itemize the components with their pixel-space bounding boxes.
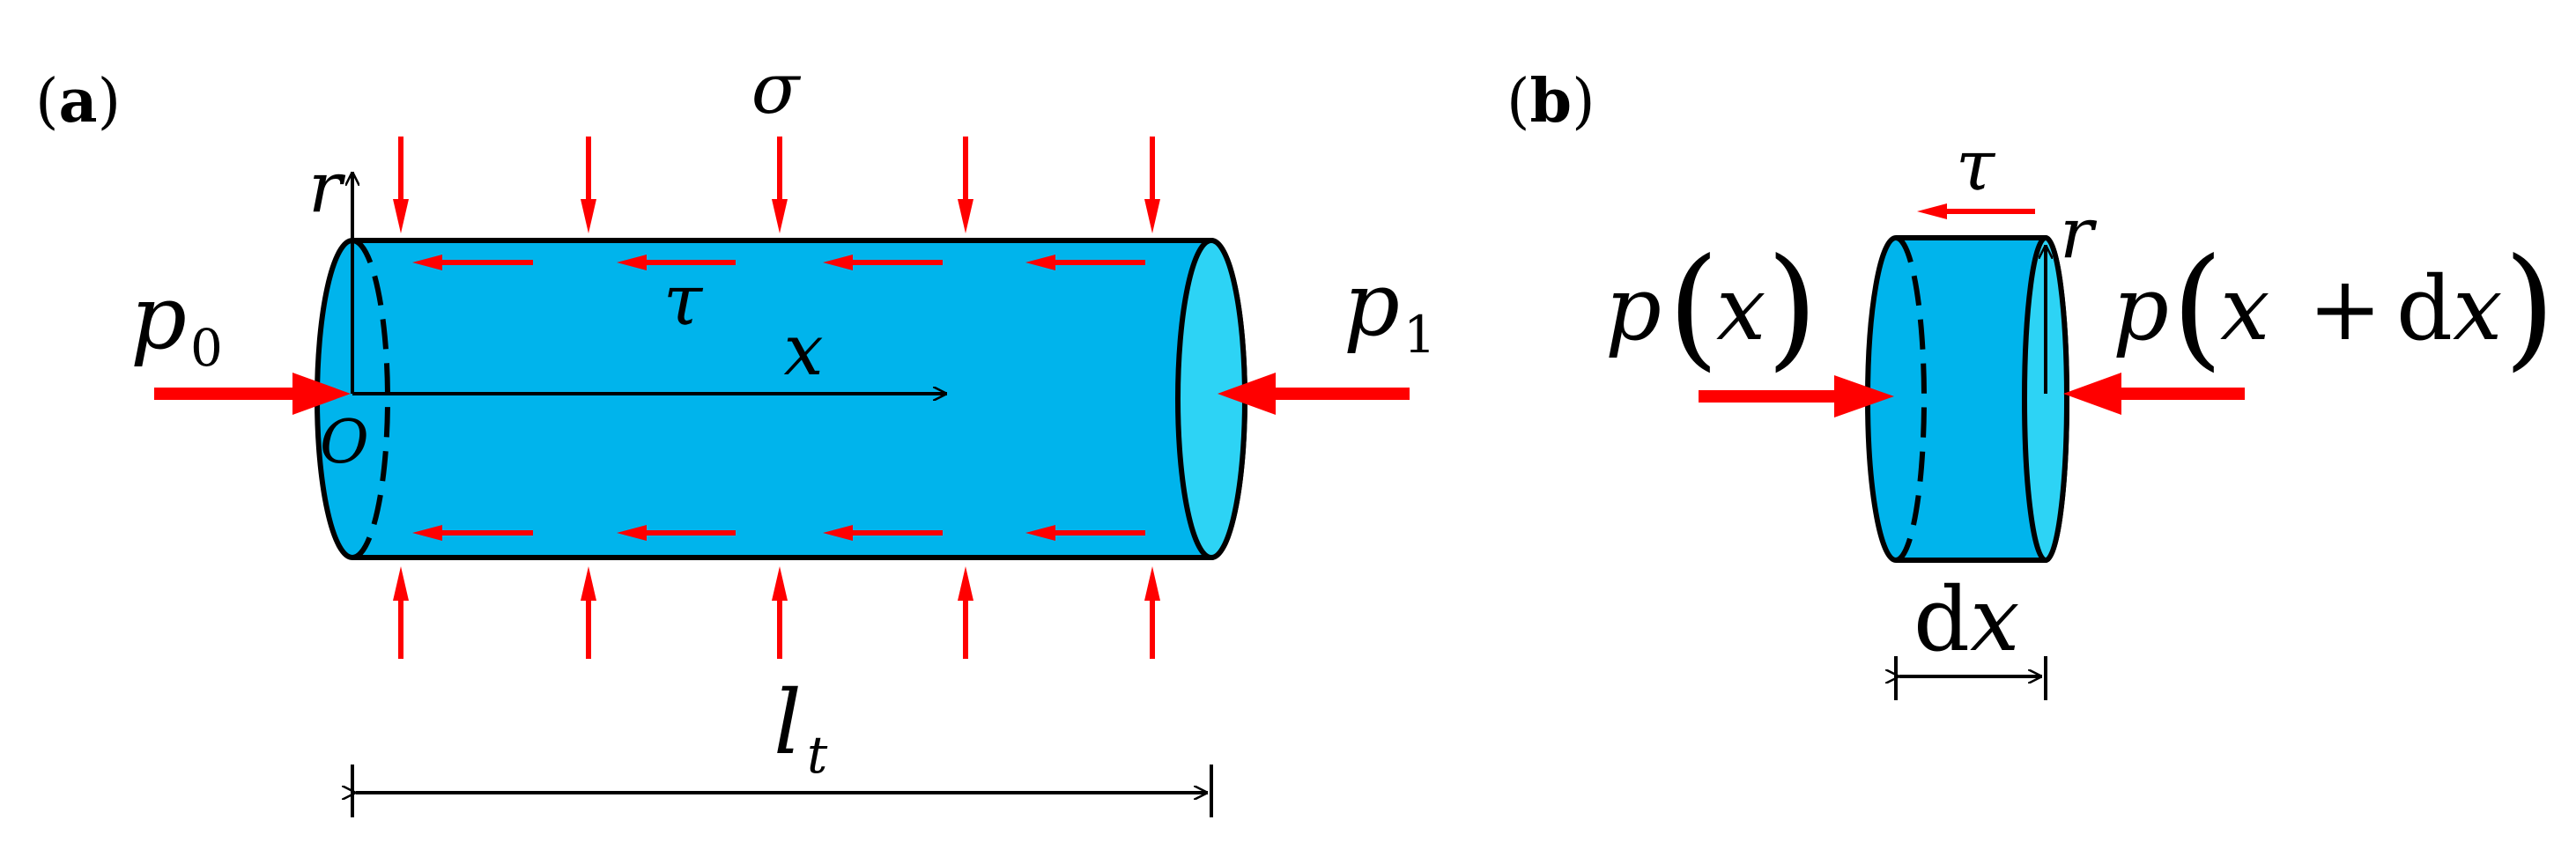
sigma-arrow (1144, 566, 1160, 659)
svg-text:(: ( (1668, 231, 1720, 384)
tau-label: τ (663, 259, 704, 341)
p-right-label: p ( x + d x ) (2113, 231, 2556, 384)
svg-text:(b): (b) (1506, 66, 1595, 137)
sigma-arrow (393, 566, 409, 659)
svg-text:): ) (1766, 231, 1818, 384)
x-axis-label: x (783, 309, 823, 391)
tau-arrow (617, 255, 736, 270)
svg-text:x: x (1716, 257, 1765, 360)
cylinder-hidden-edge (352, 238, 390, 560)
sigma-arrow (581, 566, 596, 659)
r-axis-label: r (308, 146, 346, 228)
sigma-label: σ (751, 48, 802, 129)
svg-text:+: + (2308, 257, 2382, 360)
sigma-arrow (958, 137, 973, 233)
sigma-arrow (772, 137, 788, 233)
p0-label: p0 (130, 266, 223, 378)
svg-text:d: d (2396, 257, 2453, 360)
dx-label: d x (1913, 568, 2019, 671)
sigma-arrows-bottom (393, 566, 1160, 659)
sigma-arrows-top (393, 137, 1160, 233)
origin-label: O (320, 408, 369, 477)
panel-b-label: b (1530, 66, 1573, 137)
svg-text:x: x (2220, 257, 2269, 360)
sigma-arrow (958, 566, 973, 659)
tau-arrow (823, 255, 943, 270)
p-right-arrow (2063, 373, 2245, 415)
tau-arrow (1025, 525, 1145, 541)
p1-arrow (1218, 373, 1410, 415)
tau-arrow (412, 525, 533, 541)
r-label-b: r (2060, 192, 2098, 274)
disk-element (1865, 235, 2069, 563)
tau-arrow-b (1917, 203, 2035, 219)
tau-arrow (412, 255, 533, 270)
svg-text:x: x (1970, 568, 2019, 671)
svg-text:): ) (2504, 231, 2556, 384)
p-left-arrow (1699, 375, 1894, 417)
sigma-arrow (581, 137, 596, 233)
disk-right-face (2022, 235, 2069, 563)
svg-text:p: p (1605, 257, 1662, 360)
svg-text:p: p (2113, 257, 2169, 360)
p1-label: p1 (1344, 253, 1436, 365)
length-dimension (352, 765, 1213, 817)
p0-arrow (154, 373, 351, 415)
tau-arrow (823, 525, 943, 541)
tau-label-b: τ (1956, 124, 1996, 206)
sigma-arrow (393, 137, 409, 233)
panel-a-label: a (59, 66, 98, 137)
dx-dimension (1896, 656, 2047, 700)
tau-arrow (1025, 255, 1145, 270)
cylinder (315, 238, 1247, 560)
sigma-arrow (772, 566, 788, 659)
panel-b: (b) τ r p (1506, 66, 2556, 700)
cylinder-body (315, 238, 1247, 560)
disk-hidden-edge (1895, 235, 1927, 563)
tau-arrow (617, 525, 736, 541)
tau-arrows-top (412, 255, 1145, 270)
panel-a: (a) (35, 48, 1436, 817)
svg-text:x: x (2453, 257, 2502, 360)
svg-text:(: ( (2172, 231, 2224, 384)
svg-text:(a): (a) (35, 66, 121, 137)
p-left-label: p ( x ) (1605, 231, 1818, 384)
tau-arrows-bottom (412, 525, 1145, 541)
sigma-arrow (1144, 137, 1160, 233)
svg-text:d: d (1913, 568, 1970, 671)
